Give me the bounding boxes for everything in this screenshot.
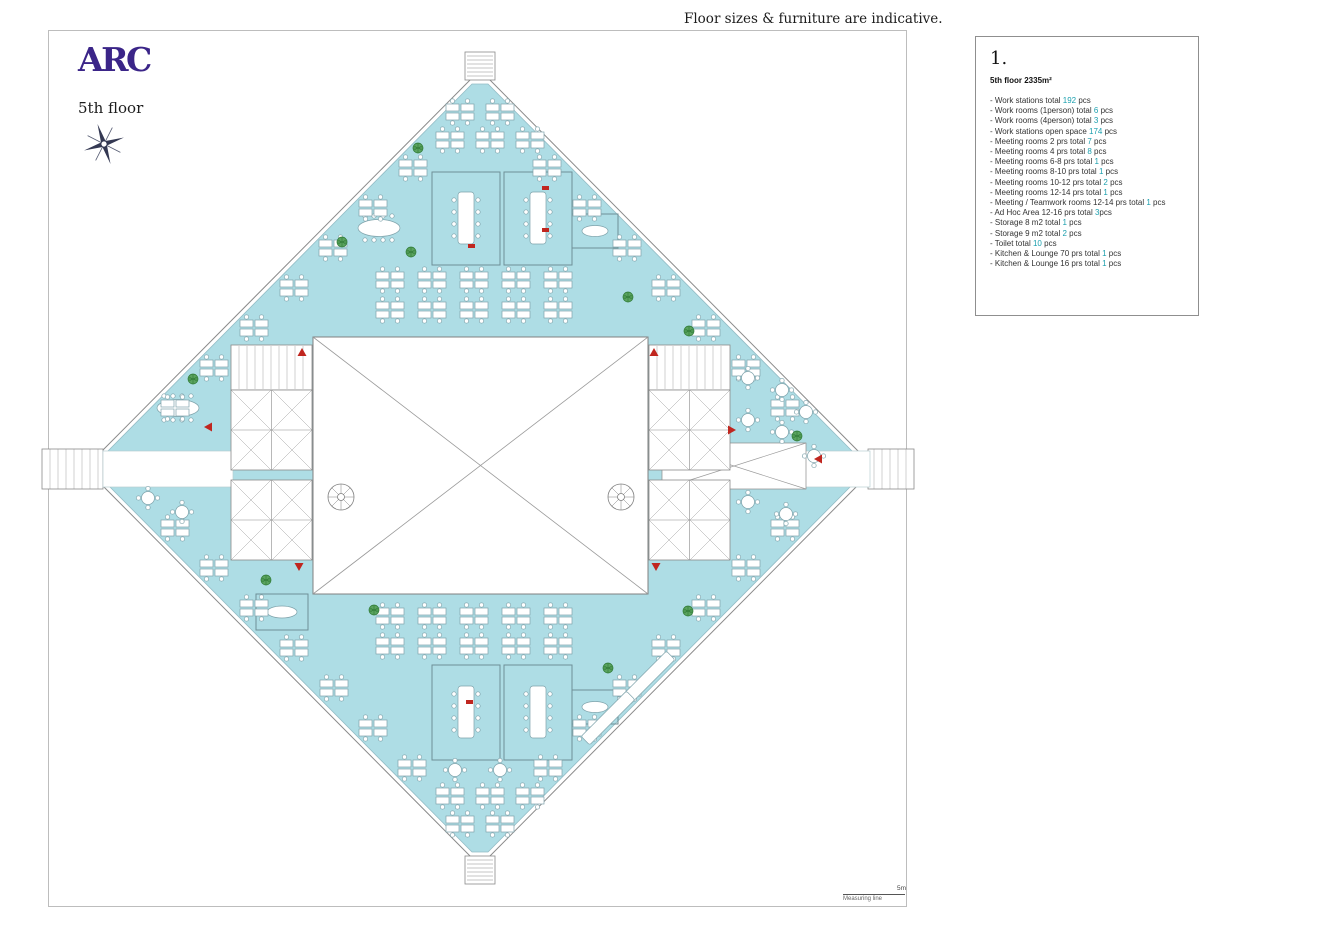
legend-item: - Meeting rooms 2 prs total 7 pcs [990,137,1184,147]
legend-item-text: pcs [1106,249,1122,259]
floor-title: 5th floor [78,99,144,117]
legend-item-text: pcs [1102,126,1118,136]
legend-item-count: 7 [1087,136,1092,146]
legend-item: - Toilet total 10 pcs [990,239,1184,249]
legend-item-text: pcs [1091,147,1107,157]
scale-label: Measuring line [843,896,883,902]
legend-item-text: pcs [1106,259,1122,269]
legend-item-text: pcs [1066,218,1082,228]
legend-item: - Meeting rooms 8-10 prs total 1 pcs [990,167,1184,177]
legend-title: 5th floor 2335m² [990,76,1052,85]
legend-item: - Meeting rooms 10-12 prs total 2 pcs [990,178,1184,188]
legend-item: - Work stations open space 174 pcs [990,127,1184,137]
floor-plan [41,51,915,885]
legend-item-count: 1 [1103,187,1108,197]
legend-item-text: - Storage 8 m2 total [990,218,1063,228]
legend-item-text: pcs [1098,116,1114,126]
scale-line [843,894,905,895]
stair-stub-north [464,51,496,81]
legend-item-text: - Work rooms (4person) total [990,116,1094,126]
legend-item-count: 3 [1093,116,1099,126]
legend-item-text: - Ad Hoc Area 12-16 prs total [990,208,1095,218]
legend-item: - Meeting rooms 6-8 prs total 1 pcs [990,157,1184,167]
legend-number: 1. [990,48,1008,69]
legend-item-text: pcs [1098,106,1114,116]
legend-items: - Work stations total 192 pcs - Work roo… [990,96,1184,269]
legend-item-count: 174 [1089,126,1103,136]
lounge-tables [135,365,827,783]
legend-item-text: - Toilet total [990,238,1033,248]
legend-item-text: - Work stations open space [990,126,1090,136]
legend-item-text: - Kitchen & Lounge 70 prs total [990,249,1103,259]
legend-item: - Storage 9 m2 total 2 pcs [990,229,1184,239]
legend-item: - Meeting / Teamwork rooms 12-14 prs tot… [990,198,1184,208]
elevator-block-east [648,344,731,561]
spiral-stair-west [327,483,355,511]
legend-item-count: 1 [1102,259,1107,269]
legend-item: - Kitchen & Lounge 70 prs total 1 pcs [990,249,1184,259]
legend-item-text: pcs [1107,177,1123,187]
legend-item-count: 3 [1094,208,1100,218]
legend-item: - Storage 8 m2 total 1 pcs [990,218,1184,228]
legend-item-text: pcs [1107,187,1123,197]
legend-item-count: 2 [1062,228,1067,238]
legend-item-count: 1 [1102,249,1107,259]
legend-item-count: 192 [1062,96,1077,105]
legend-item-text: - Kitchen & Lounge 16 prs total [990,259,1103,269]
legend-item-text: pcs [1066,228,1082,238]
legend-item-count: 1 [1146,198,1151,208]
legend-item-count: 1 [1094,157,1099,167]
legend-item-text: - Meeting rooms 12-14 prs total [990,187,1104,197]
legend-item-text: - Storage 9 m2 total [990,228,1063,238]
legend-item-text: pcs [1099,208,1112,218]
compass-icon [84,124,124,164]
stair-stub-south [464,855,496,885]
legend-item-count: 10 [1032,238,1042,248]
legend-item: - Work rooms (1person) total 6 pcs [990,106,1184,116]
legend-item-count: 2 [1103,177,1108,187]
legend-item-text: - Meeting rooms 8-10 prs total [990,167,1099,177]
legend-item: - Meeting rooms 12-14 prs total 1 pcs [990,188,1184,198]
legend-item-text: - Meeting rooms 6-8 prs total [990,157,1095,167]
legend-item-count: 8 [1087,147,1092,157]
central-core [312,336,649,595]
legend-item: - Kitchen & Lounge 16 prs total 1 pcs [990,259,1184,269]
legend-item-text: pcs [1091,136,1107,146]
legend-item-text: - Work stations total [990,96,1063,105]
legend-item-count: 1 [1098,167,1104,177]
elevator-block-west [230,344,313,561]
av-accents [466,186,549,704]
legend-item-text: pcs [1103,167,1119,177]
spiral-stair-east [607,483,635,511]
legend-item-text: pcs [1076,96,1091,105]
legend-panel: 1. 5th floor 2335m² - Work stations tota… [975,36,1199,316]
legend-item-text: - Work rooms (1person) total [990,106,1094,116]
scale-bar: 5m Measuring line [843,884,906,902]
legend-item: - Work stations total 192 pcs [990,96,1184,106]
legend-item-count: 6 [1093,106,1099,116]
bridge-corridor-west [41,448,104,490]
legend-item-text: pcs [1098,157,1114,167]
legend-item-text: pcs [1041,238,1057,248]
legend-item-text: pcs [1150,198,1166,208]
legend-item-text: - Meeting / Teamwork rooms 12-14 prs tot… [990,198,1147,208]
scale-value: 5m [896,885,906,892]
legend-item-text: - Meeting rooms 10-12 prs total [990,177,1104,187]
legend-item: - Meeting rooms 4 prs total 8 pcs [990,147,1184,157]
bridge-corridor-east [867,448,915,490]
legend-item: - Ad Hoc Area 12-16 prs total 3pcs [990,208,1184,218]
legend-item-text: - Meeting rooms 4 prs total [990,147,1088,157]
legend-item: - Work rooms (4person) total 3 pcs [990,116,1184,126]
sheet-caption: Floor sizes & furniture are indicative. [684,11,943,27]
arc-logo: ARC [78,40,152,79]
legend-item-count: 1 [1062,218,1067,228]
legend-item-text: - Meeting rooms 2 prs total [990,136,1088,146]
